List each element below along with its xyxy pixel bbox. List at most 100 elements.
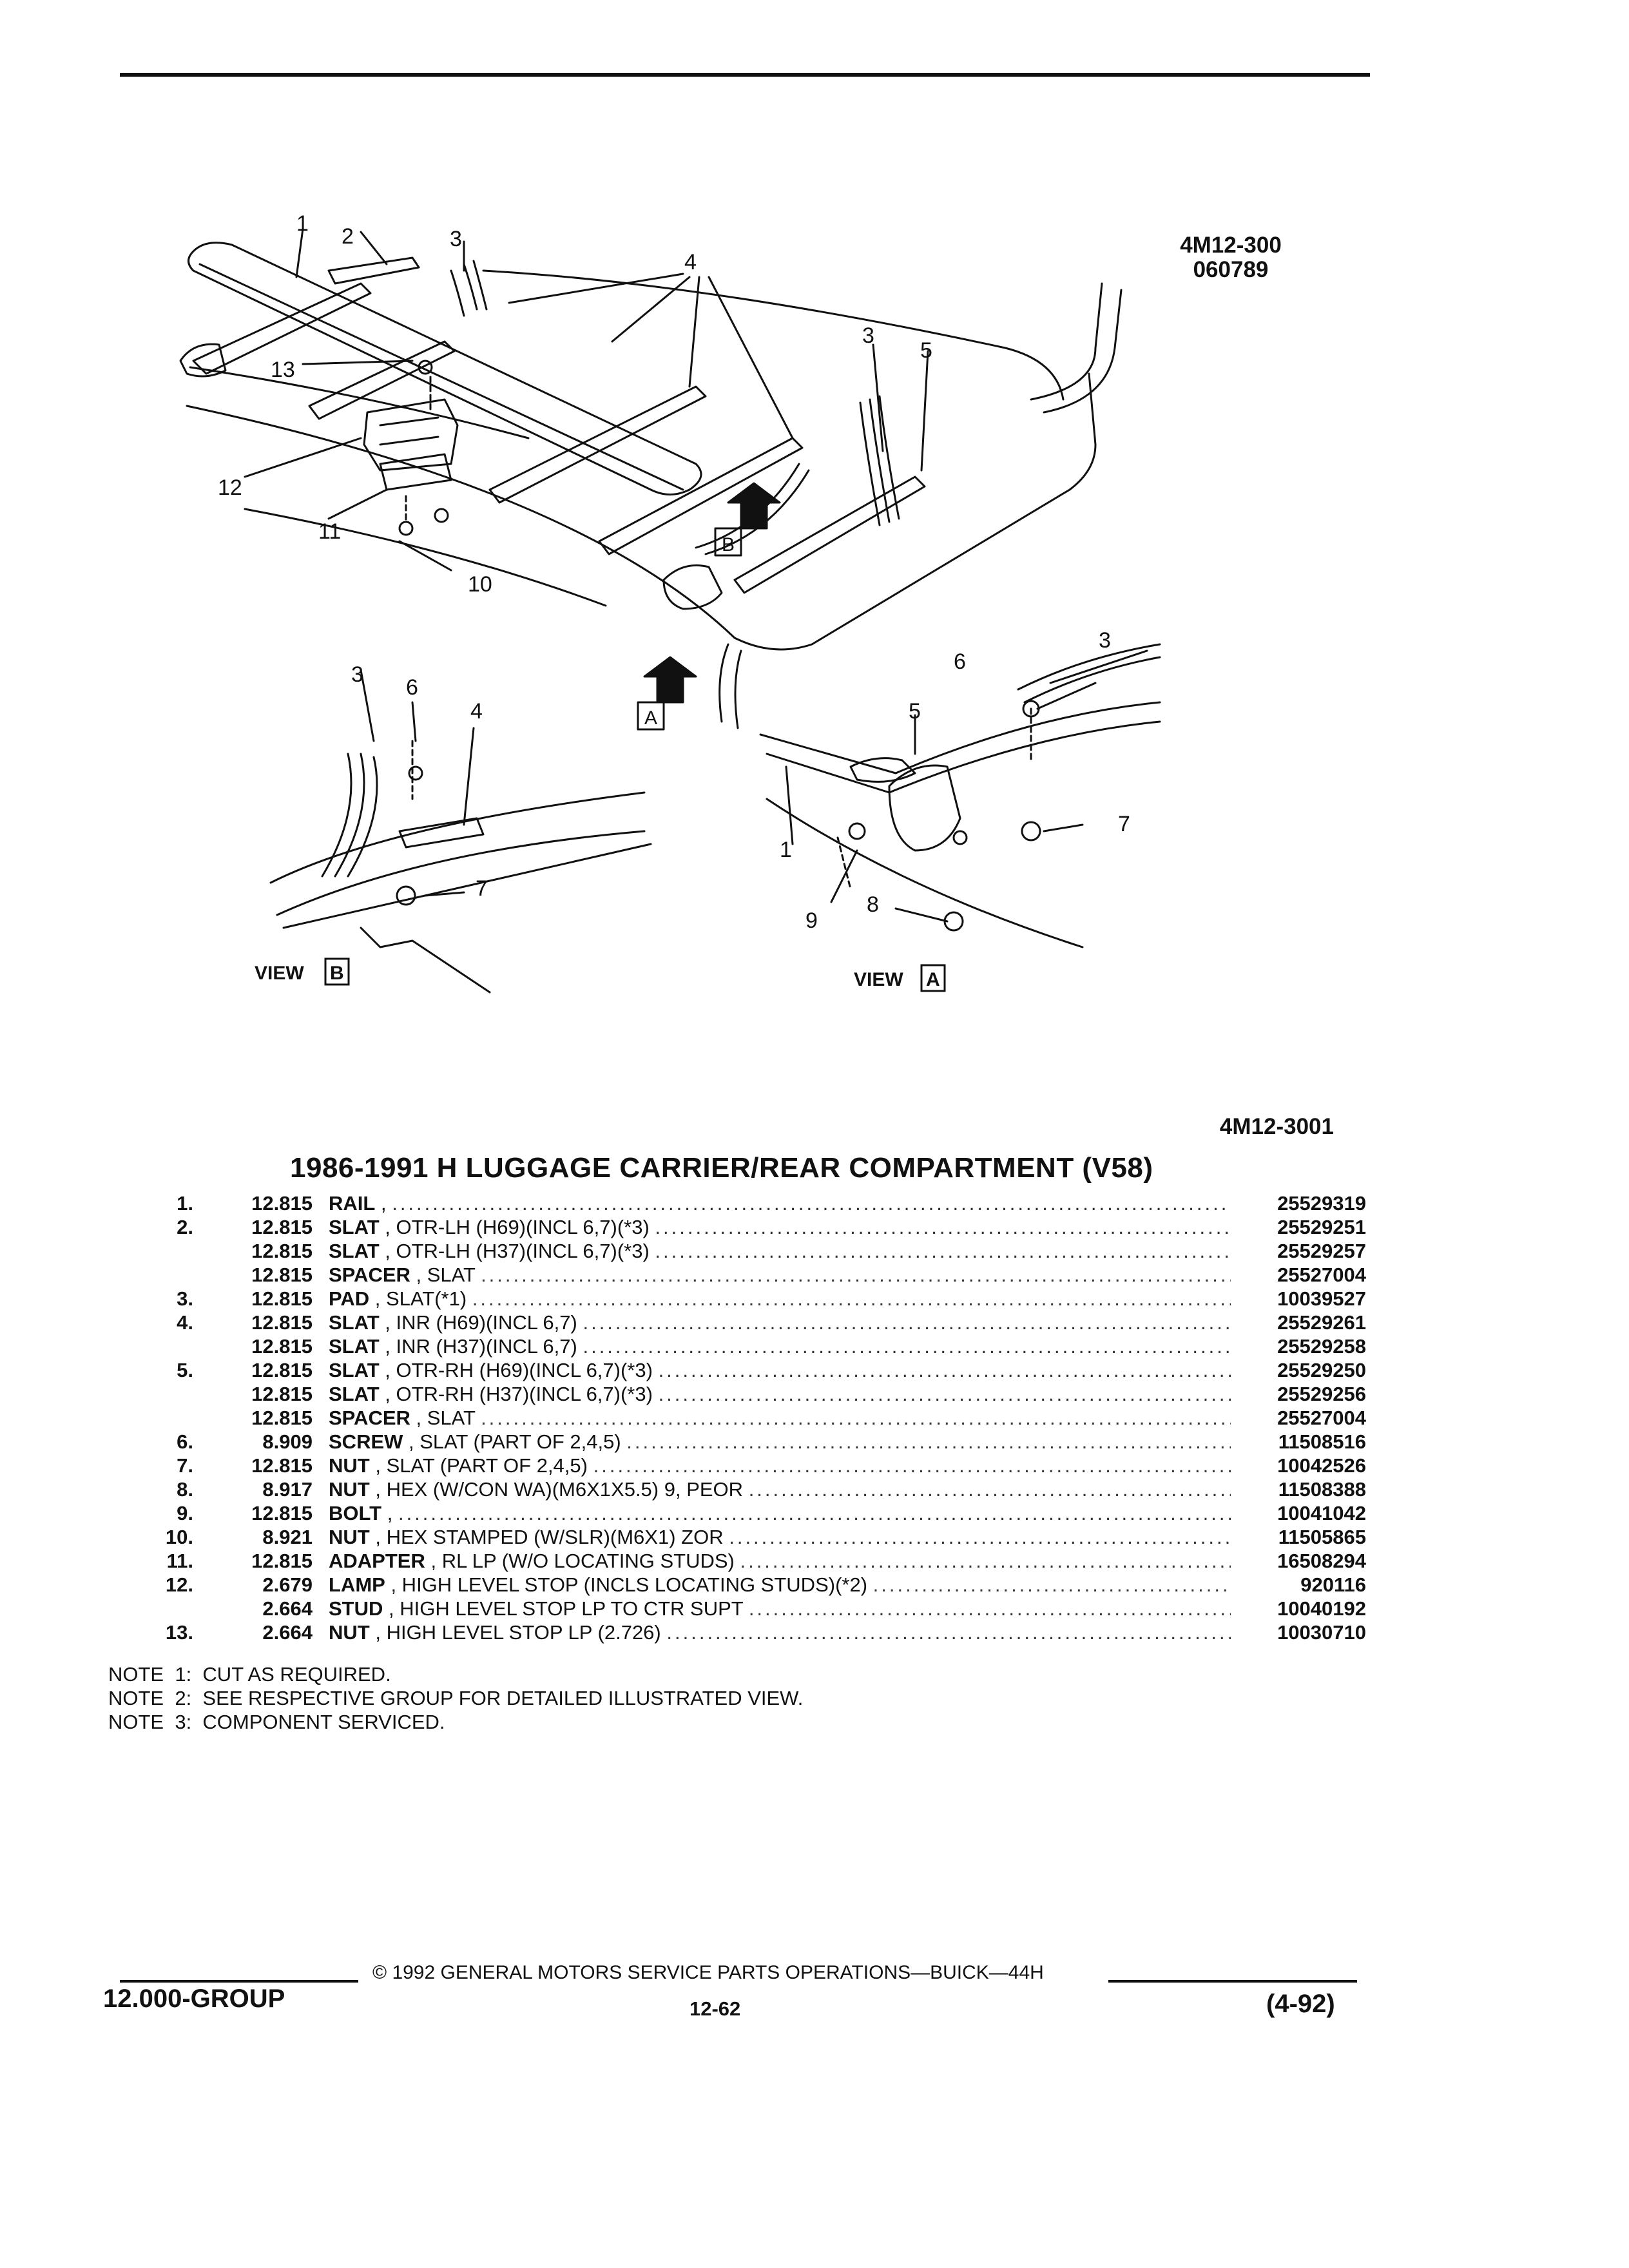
part-group: 12.815 bbox=[251, 1335, 313, 1358]
part-group: 2.664 bbox=[262, 1621, 313, 1644]
part-group: 12.815 bbox=[251, 1550, 313, 1572]
leader-dots: ........................................… bbox=[658, 1359, 1231, 1381]
part-number: 25529250 bbox=[1277, 1359, 1366, 1381]
part-number: 10040192 bbox=[1277, 1597, 1366, 1620]
part-detail: , RL LP (W/O LOCATING STUDS) bbox=[430, 1550, 735, 1572]
part-group: 12.815 bbox=[251, 1502, 313, 1524]
part-ref: 5. bbox=[177, 1359, 193, 1381]
part-number: 25529261 bbox=[1277, 1311, 1366, 1334]
parts-list: 1. 12.815 RAIL , .........................… bbox=[129, 1192, 1366, 1645]
part-name: ADAPTER bbox=[329, 1550, 425, 1572]
part-number: 10039527 bbox=[1277, 1287, 1366, 1310]
part-group: 12.815 bbox=[251, 1240, 313, 1262]
part-row: 12.815 SLAT , OTR-LH (H37)(INCL 6,7)(*3) … bbox=[129, 1240, 1366, 1264]
part-ref: 11. bbox=[166, 1550, 193, 1572]
part-row: 11. 12.815 ADAPTER , RL LP (W/O LOCATING S… bbox=[129, 1550, 1366, 1573]
part-ref: 10. bbox=[165, 1526, 193, 1548]
part-name: NUT bbox=[329, 1454, 370, 1477]
part-name: NUT bbox=[329, 1526, 370, 1548]
leader-dots: ........................................… bbox=[740, 1550, 1231, 1572]
note-line: NOTE 3: COMPONENT SERVICED. bbox=[108, 1711, 445, 1733]
part-description: NUT , HEX (W/CON WA)(M6X1X5.5) 9, PEOR .… bbox=[329, 1478, 1231, 1501]
arrow-a-letter: A bbox=[644, 707, 657, 729]
footer-rule-right bbox=[1108, 1980, 1357, 1983]
part-group: 12.815 bbox=[251, 1383, 313, 1405]
part-row: 1. 12.815 RAIL , .........................… bbox=[129, 1192, 1366, 1216]
part-name: PAD bbox=[329, 1287, 370, 1310]
deck-outline bbox=[186, 372, 1097, 651]
part-group: 12.815 bbox=[251, 1192, 313, 1215]
leader-dots: ........................................… bbox=[481, 1407, 1231, 1429]
callout-6: 6 bbox=[406, 675, 418, 700]
note-line: NOTE 2: SEE RESPECTIVE GROUP FOR DETAILE… bbox=[108, 1687, 804, 1709]
notes: NOTE 1: CUT AS REQUIRED.NOTE 2: SEE RESP… bbox=[108, 1662, 803, 1734]
part-description: BOLT , .................................… bbox=[329, 1502, 1231, 1525]
part-number: 11505865 bbox=[1278, 1526, 1366, 1548]
part-number: 11508388 bbox=[1278, 1478, 1366, 1501]
slat-right-outer bbox=[733, 476, 926, 594]
callout-4b: 4 bbox=[470, 699, 483, 724]
part-name: NUT bbox=[329, 1478, 370, 1501]
part-number: 25529258 bbox=[1277, 1335, 1366, 1358]
part-name: SCREW bbox=[329, 1430, 403, 1453]
slat-inner-1 bbox=[308, 340, 456, 420]
part-group: 12.815 bbox=[251, 1454, 313, 1477]
part-description: ADAPTER , RL LP (W/O LOCATING STUDS) ...… bbox=[329, 1550, 1231, 1573]
part-detail: , SLAT bbox=[416, 1264, 476, 1286]
callout-13: 13 bbox=[271, 358, 295, 382]
view-a-letter: A bbox=[926, 969, 940, 990]
part-description: SLAT , OTR-LH (H37)(INCL 6,7)(*3) ......… bbox=[329, 1240, 1231, 1263]
part-name: SLAT bbox=[329, 1311, 380, 1334]
callout-11: 11 bbox=[318, 519, 341, 544]
view-a-outline bbox=[759, 701, 1161, 794]
figure-code-2: 4M12-3001 bbox=[1219, 1114, 1334, 1139]
part-detail: , SLAT (PART OF 2,4,5) bbox=[409, 1430, 621, 1453]
part-description: SPACER , SLAT ..........................… bbox=[329, 1407, 1231, 1430]
part-ref: 2. bbox=[177, 1216, 193, 1238]
callout-3b: 3 bbox=[862, 323, 874, 348]
view-a-label: VIEW bbox=[854, 969, 903, 990]
part-ref: 8. bbox=[177, 1478, 193, 1501]
part-detail: , HEX (W/CON WA)(M6X1X5.5) 9, PEOR bbox=[375, 1478, 744, 1501]
part-ref: 6. bbox=[177, 1430, 193, 1453]
part-ref: 3. bbox=[177, 1287, 193, 1310]
end-cap bbox=[888, 764, 961, 852]
leader-dots: ........................................… bbox=[398, 1502, 1231, 1524]
part-name: NUT bbox=[329, 1621, 370, 1644]
part-description: RAIL , .................................… bbox=[329, 1192, 1231, 1215]
part-group: 8.917 bbox=[262, 1478, 313, 1501]
part-ref: 13. bbox=[165, 1621, 193, 1644]
footer-rule-left bbox=[120, 1980, 358, 1983]
part-row: 13. 2.664 NUT , HIGH LEVEL STOP LP (2.726)… bbox=[129, 1621, 1366, 1645]
figure-code-block: 4M12-300 060789 bbox=[1153, 233, 1308, 282]
leader-dots: ........................................… bbox=[392, 1192, 1231, 1215]
leader-dots: ........................................… bbox=[655, 1240, 1231, 1262]
part-name: LAMP bbox=[329, 1573, 385, 1596]
part-name: SLAT bbox=[329, 1383, 380, 1405]
part-ref: 4. bbox=[177, 1311, 193, 1334]
part-description: LAMP , HIGH LEVEL STOP (INCLS LOCATING S… bbox=[329, 1573, 1231, 1597]
callout-8: 8 bbox=[867, 892, 879, 917]
part-name: SPACER bbox=[329, 1407, 410, 1429]
pad-right bbox=[859, 395, 900, 526]
arrow-b-letter: B bbox=[722, 534, 735, 555]
footer-group: 12.000-GROUP bbox=[103, 1984, 285, 2013]
part-detail: , INR (H37)(INCL 6,7) bbox=[385, 1335, 577, 1358]
part-description: SLAT , OTR-LH (H69)(INCL 6,7)(*3) ......… bbox=[329, 1216, 1231, 1239]
part-number: 11508516 bbox=[1278, 1430, 1366, 1453]
part-number: 25529319 bbox=[1277, 1192, 1366, 1215]
part-number: 10030710 bbox=[1277, 1621, 1366, 1644]
part-group: 2.679 bbox=[262, 1573, 313, 1596]
part-ref: 1. bbox=[177, 1192, 193, 1215]
part-description: SLAT , INR (H37)(INCL 6,7) .............… bbox=[329, 1335, 1231, 1358]
part-row: 8. 8.917 NUT , HEX (W/CON WA)(M6X1X5.5) 9,… bbox=[129, 1478, 1366, 1502]
callout-10: 10 bbox=[468, 572, 492, 597]
part-detail: , SLAT(*1) bbox=[374, 1287, 467, 1310]
part-detail: , bbox=[380, 1192, 387, 1215]
part-detail: , HIGH LEVEL STOP LP (2.726) bbox=[375, 1621, 661, 1644]
